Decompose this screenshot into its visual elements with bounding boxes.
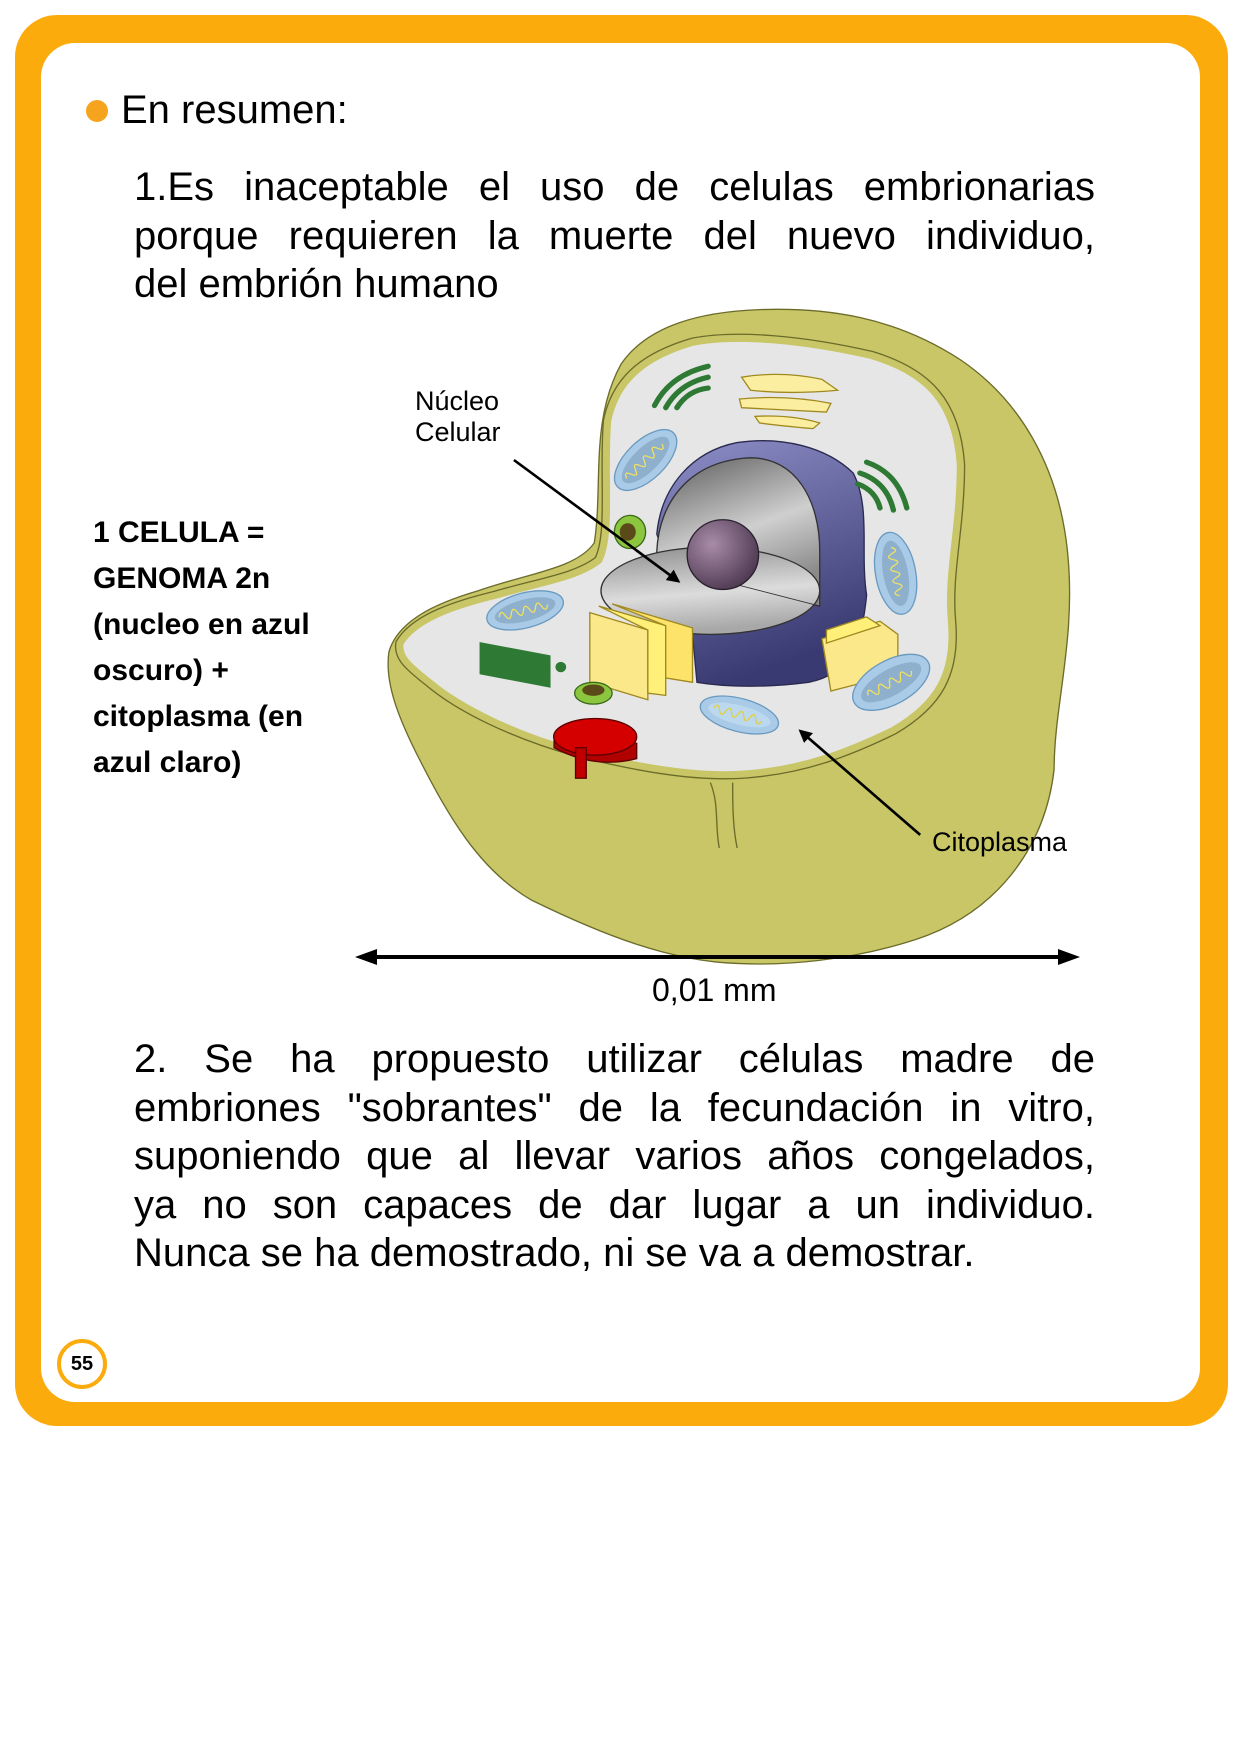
- cell-description-label: 1 CELULA = GENOMA 2n (nucleo en azul osc…: [93, 510, 310, 786]
- arrowhead-right-icon: [1058, 949, 1080, 965]
- page-number: 55: [57, 1339, 107, 1389]
- nucleolus: [686, 519, 760, 591]
- label-line: 1 CELULA =: [93, 516, 265, 549]
- scale-bar: [355, 949, 1080, 965]
- label-line: azul claro): [93, 746, 242, 779]
- cytoplasm-label: Citoplasma: [932, 827, 1068, 857]
- paragraph-line: embriones "sobrantes" de la fecundación …: [134, 1085, 1095, 1130]
- label-line: oscuro) +: [93, 654, 229, 687]
- vacuole-red: [552, 717, 638, 779]
- bullet-icon: [86, 100, 108, 122]
- label-line: GENOMA 2n: [93, 562, 271, 595]
- endoplasmic-reticulum: [479, 363, 910, 688]
- paragraph-line: porque requieren la muerte del nuevo ind…: [134, 213, 1095, 258]
- paragraph-line: suponiendo que al llevar varios años con…: [134, 1134, 1095, 1178]
- paragraph-line: del embrión humano: [134, 262, 499, 306]
- paragraph-line: 2. Se ha propuesto utilizar células madr…: [134, 1037, 1095, 1081]
- nucleus-label-line: Núcleo: [415, 386, 500, 416]
- membrane-fold: [709, 782, 738, 849]
- cytoplasm-arrow: [798, 729, 922, 836]
- scale-label: 0,01 mm: [652, 972, 777, 1008]
- paragraph-line: 1.Es inaceptable el uso de celulas embri…: [134, 165, 1095, 209]
- label-line: citoplasma (en: [93, 700, 304, 733]
- nucleus-arrow: [513, 458, 681, 583]
- nucleus-label: Núcleo Celular: [415, 386, 501, 448]
- point-1-paragraph: 1.Es inaceptable el uso de celulas embri…: [134, 163, 1095, 309]
- paragraph-line: ya no son capaces de dar lugar a un indi…: [134, 1182, 1095, 1227]
- section-heading: En resumen:: [121, 88, 348, 132]
- paragraph-line: Nunca se ha demostrado, ni se va a demos…: [134, 1231, 975, 1275]
- arrowhead-left-icon: [355, 949, 377, 965]
- mitochondria: [486, 429, 931, 735]
- point-2-paragraph: 2. Se ha propuesto utilizar células madr…: [134, 1035, 1095, 1278]
- animal-cell-diagram: [387, 308, 1071, 965]
- nucleus-label-line: Celular: [415, 417, 501, 447]
- nucleus: [600, 440, 868, 687]
- label-line: (nucleo en azul: [93, 608, 310, 641]
